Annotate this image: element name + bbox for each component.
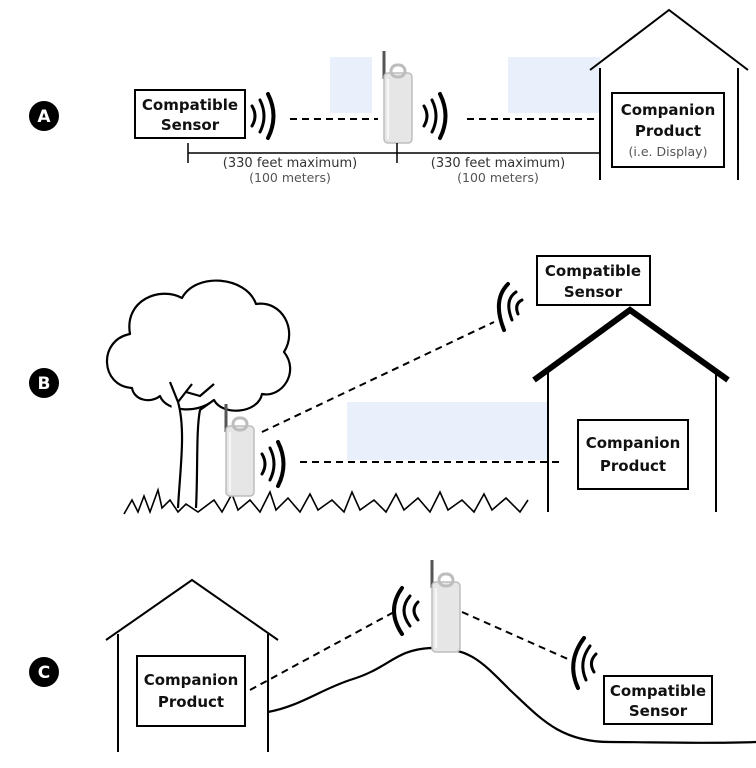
house-outline <box>589 8 749 180</box>
companion-box: Companion Product (i.e. Display) <box>611 92 725 168</box>
repeater-icon <box>430 558 462 654</box>
highlight-region <box>508 57 600 113</box>
companion-box: Companion Product <box>136 655 246 727</box>
tree-icon <box>105 279 292 509</box>
diagram-b: B Compatible Sensor <box>29 255 730 515</box>
grass-outline <box>123 487 529 515</box>
diagram-c: C Companion Product <box>29 558 756 752</box>
sensor-label-line2: Sensor <box>629 702 688 720</box>
companion-label-line1: Companion <box>586 434 681 452</box>
diagram-a: A Compatible Sensor <box>29 8 749 185</box>
sensor-box: Compatible Sensor <box>603 675 713 725</box>
companion-label-line2: Product <box>158 693 224 711</box>
hill-outline <box>267 646 756 744</box>
highlight-region <box>330 57 372 113</box>
sensor-box: Compatible Sensor <box>134 89 246 139</box>
signal-path <box>261 321 495 433</box>
badge-letter: A <box>37 107 51 127</box>
badge-letter: C <box>38 663 50 683</box>
sensor-label-line1: Compatible <box>142 96 238 114</box>
repeater-icon <box>224 402 256 498</box>
companion-label-line1: Companion <box>621 101 716 119</box>
signal-path <box>461 611 571 661</box>
companion-label-line2: Product <box>600 457 666 475</box>
highlight-region <box>347 402 547 460</box>
companion-label-line2: Product <box>635 122 701 140</box>
signal-wave-icon <box>422 92 448 140</box>
sensor-box: Compatible Sensor <box>536 255 651 306</box>
house-outline <box>105 578 279 752</box>
badge-b: B <box>29 368 59 398</box>
signal-wave-icon <box>250 92 276 140</box>
companion-note: (i.e. Display) <box>629 144 708 159</box>
signal-path <box>249 611 395 691</box>
sensor-label-line2: Sensor <box>564 283 623 301</box>
distance-label-2: (330 feet maximum) <box>431 156 565 171</box>
badge-letter: B <box>38 374 51 394</box>
signal-wave-icon <box>260 440 286 488</box>
distance-metric-1: (100 meters) <box>249 170 331 185</box>
sensor-label-line2: Sensor <box>161 116 220 134</box>
signal-wave-icon <box>392 586 420 636</box>
signal-wave-icon <box>496 282 524 332</box>
repeater-icon <box>382 49 414 145</box>
badge-c: C <box>29 657 59 687</box>
companion-box: Companion Product <box>577 419 689 490</box>
distance-scale <box>187 143 600 163</box>
signal-wave-icon <box>571 636 598 690</box>
badge-a: A <box>29 101 59 131</box>
sensor-label-line1: Compatible <box>545 262 641 280</box>
distance-metric-2: (100 meters) <box>457 170 539 185</box>
sensor-label-line1: Compatible <box>610 682 706 700</box>
house-outline <box>532 306 730 512</box>
distance-label-1: (330 feet maximum) <box>223 156 357 171</box>
companion-label-line1: Companion <box>144 671 239 689</box>
